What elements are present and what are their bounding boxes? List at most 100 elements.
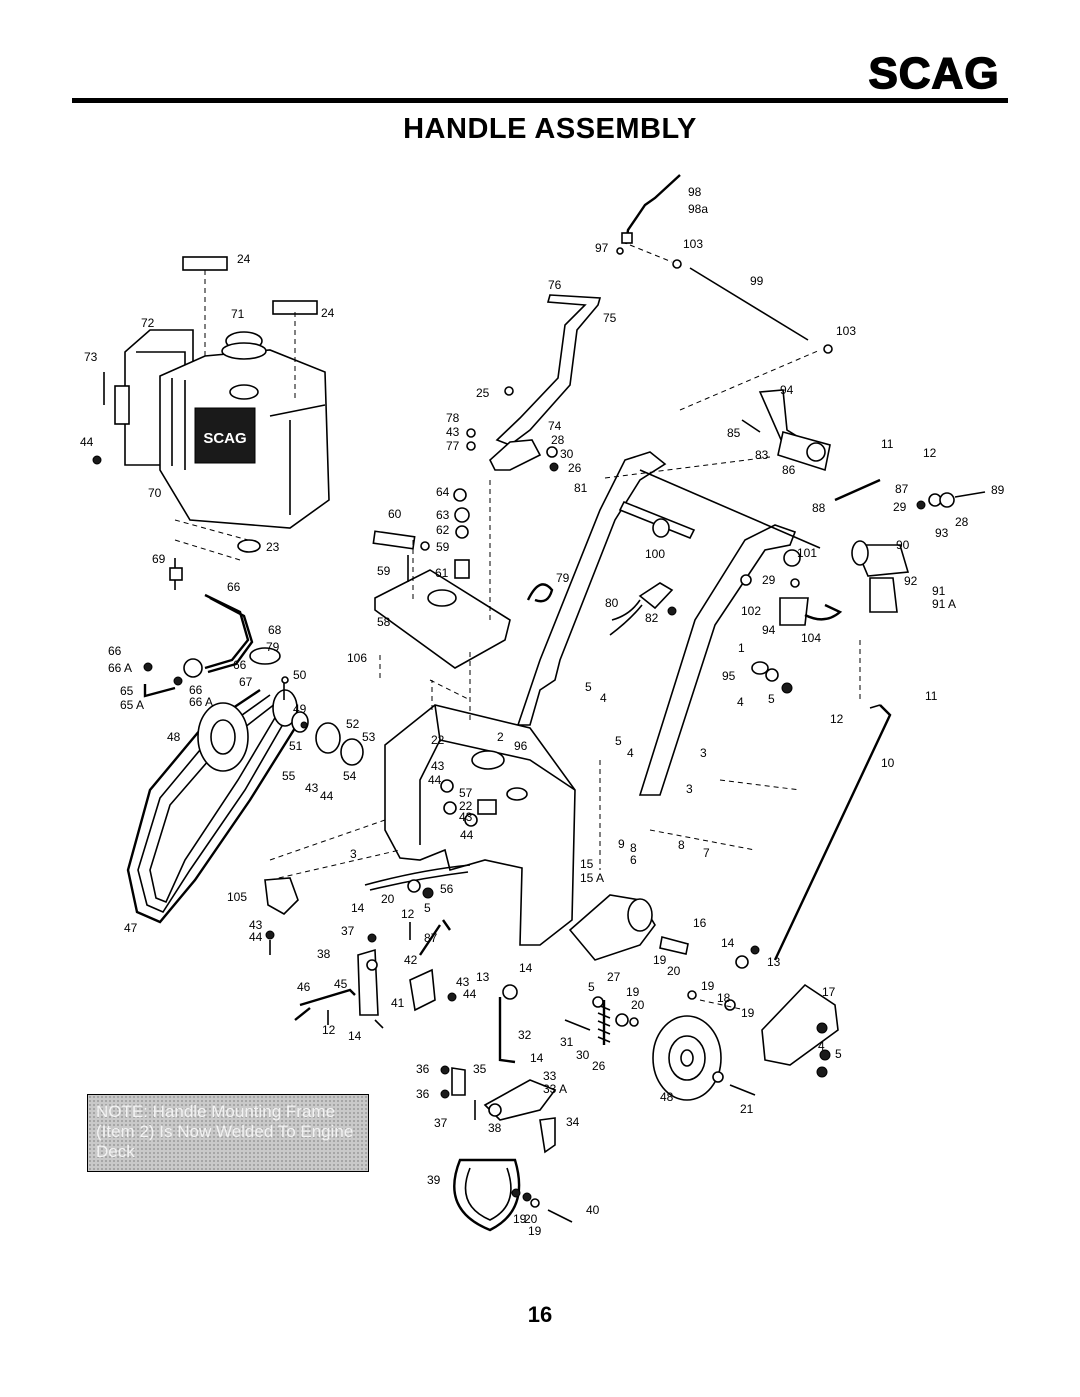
- callout: 79: [266, 640, 280, 654]
- callout: 20: [381, 892, 395, 906]
- callout: 5: [615, 734, 622, 748]
- fuel-line-group: [143, 558, 281, 698]
- callout: 98a: [688, 202, 708, 216]
- callout: 3: [350, 847, 357, 861]
- callout: 87: [895, 482, 909, 496]
- callout: 92: [904, 574, 918, 588]
- note-line: NOTE: Handle Mounting Frame: [96, 1102, 336, 1121]
- callout: 73: [84, 350, 98, 364]
- callout: 39: [427, 1173, 441, 1187]
- callout: 37: [341, 924, 355, 938]
- callout: 7: [703, 846, 710, 860]
- callout: 48: [660, 1090, 674, 1104]
- callout: 66: [108, 644, 122, 658]
- callout: 91: [932, 584, 946, 598]
- callout: 97: [595, 241, 609, 255]
- callout: 2: [497, 730, 504, 744]
- callout: 44: [463, 987, 477, 1001]
- callout: 3: [700, 746, 707, 760]
- callout: 19: [701, 979, 715, 993]
- fuel-tank-group: SCAG: [92, 256, 330, 561]
- callout: 65: [120, 684, 134, 698]
- callout: 14: [530, 1051, 544, 1065]
- callout: 12: [830, 712, 844, 726]
- scag-logo-text: SCAG: [868, 52, 999, 94]
- callout: 66: [227, 580, 241, 594]
- callout: 19: [741, 1006, 755, 1020]
- callout: 32: [518, 1028, 532, 1042]
- callout: 60: [388, 507, 402, 521]
- callout: 83: [755, 448, 769, 462]
- brake-band-group: [440, 1065, 573, 1232]
- callout: 19: [513, 1212, 527, 1226]
- callout: 56: [440, 882, 454, 896]
- callout: 26: [592, 1059, 606, 1073]
- callout: 70: [148, 486, 162, 500]
- page-title: HANDLE ASSEMBLY: [403, 113, 697, 145]
- callout: 104: [801, 631, 821, 645]
- callout: 101: [797, 546, 817, 560]
- callout: 38: [317, 947, 331, 961]
- header-rule: [72, 98, 1008, 103]
- callout: 89: [991, 483, 1005, 497]
- callout: 30: [576, 1048, 590, 1062]
- callout: 21: [740, 1102, 754, 1116]
- callout: 4: [737, 695, 744, 709]
- callout: 5: [835, 1047, 842, 1061]
- callout: 35: [473, 1062, 487, 1076]
- callout: 31: [560, 1035, 574, 1049]
- callout: 20: [631, 998, 645, 1012]
- callout: 13: [767, 955, 781, 969]
- callout: 59: [436, 540, 450, 554]
- callout: 5: [588, 980, 595, 994]
- scag-logo: SCAG: [860, 52, 1008, 94]
- callout: 29: [893, 500, 907, 514]
- callout: 5: [424, 901, 431, 915]
- callout: 67: [239, 675, 253, 689]
- callout: 55: [282, 769, 296, 783]
- callout: 25: [476, 386, 490, 400]
- callout: 34: [566, 1115, 580, 1129]
- callout: 71: [231, 307, 245, 321]
- callout: 43: [459, 810, 473, 824]
- callout: 85: [727, 426, 741, 440]
- callout: 23: [266, 540, 280, 554]
- callout: 36: [416, 1062, 430, 1076]
- callout: 106: [347, 651, 367, 665]
- callout: 41: [391, 996, 405, 1010]
- callout: 38: [488, 1121, 502, 1135]
- callout: 15 A: [580, 871, 604, 885]
- callout: 14: [519, 961, 533, 975]
- callout: 14: [348, 1029, 362, 1043]
- callout: 75: [603, 311, 617, 325]
- callout: 26: [568, 461, 582, 475]
- callout: 78: [446, 411, 460, 425]
- callout: 15: [580, 857, 594, 871]
- callout: 9: [618, 837, 625, 851]
- callout: 94: [780, 383, 794, 397]
- callout: 18: [717, 991, 731, 1005]
- callout: 28: [955, 515, 969, 529]
- callout: 20: [667, 964, 681, 978]
- callout: 66 A: [189, 695, 213, 709]
- tank-scag-decal: SCAG: [203, 430, 246, 447]
- callout: 3: [686, 782, 693, 796]
- callout: 52: [346, 717, 360, 731]
- right-pulley-group: [564, 640, 892, 1101]
- callout: 36: [416, 1087, 430, 1101]
- callout: 4: [627, 746, 634, 760]
- callout: 65 A: [120, 698, 144, 712]
- callout: 8: [678, 838, 685, 852]
- callout: 11: [925, 689, 938, 703]
- callout: 66: [233, 658, 247, 672]
- callout: 43: [446, 425, 460, 439]
- callout: 90: [896, 538, 910, 552]
- callout: 63: [436, 508, 450, 522]
- belt-pulley-group: [126, 676, 364, 924]
- callout: 54: [343, 769, 357, 783]
- callout: 53: [362, 730, 376, 744]
- callout: 5: [585, 680, 592, 694]
- callout: 30: [560, 447, 574, 461]
- callout: 4: [600, 691, 607, 705]
